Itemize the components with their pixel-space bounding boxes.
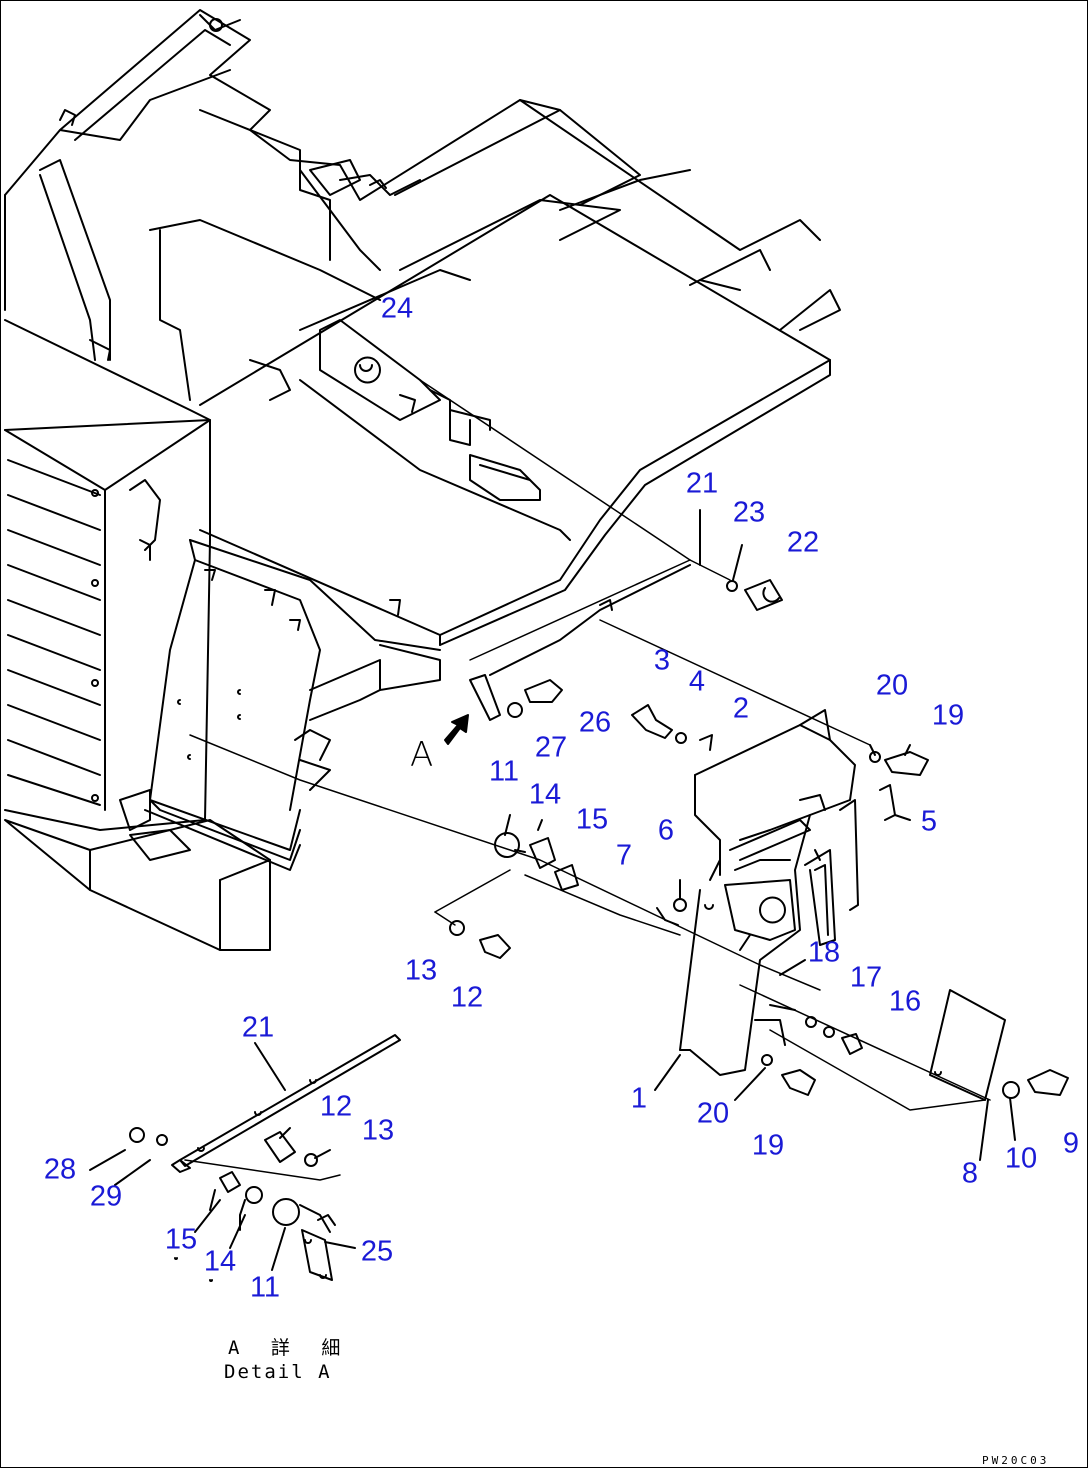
callout-20-top[interactable]: 20 [875, 669, 909, 702]
callout-8[interactable]: 8 [961, 1157, 979, 1190]
callout-12-main[interactable]: 12 [450, 981, 484, 1014]
callout-13-detail[interactable]: 13 [361, 1114, 395, 1147]
mounting-bracket [679, 709, 856, 1076]
hardware-main [449, 509, 1069, 1161]
callout-19-bottom[interactable]: 19 [751, 1129, 785, 1162]
callout-2[interactable]: 2 [732, 692, 750, 725]
callout-5[interactable]: 5 [920, 805, 938, 838]
callout-7[interactable]: 7 [615, 839, 633, 872]
detail-caption-jp: A 詳 細 [228, 1337, 351, 1359]
view-a-label: A [410, 735, 434, 775]
view-arrow-a [444, 714, 469, 745]
callout-26[interactable]: 26 [578, 706, 612, 739]
callout-21-detail[interactable]: 21 [241, 1011, 275, 1044]
callout-9[interactable]: 9 [1062, 1127, 1080, 1160]
drawing-code: PW20C03 [982, 1454, 1050, 1467]
detail-a-drawing [89, 1034, 401, 1282]
callout-19-top[interactable]: 19 [931, 699, 965, 732]
callout-1[interactable]: 1 [630, 1082, 648, 1115]
machine-frame [4, 9, 841, 421]
top-cover-plate [199, 194, 831, 646]
callout-3[interactable]: 3 [653, 644, 671, 677]
callout-14-main[interactable]: 14 [528, 778, 562, 811]
callout-20-bottom[interactable]: 20 [696, 1097, 730, 1130]
callout-27[interactable]: 27 [534, 731, 568, 764]
callout-18[interactable]: 18 [807, 936, 841, 969]
callout-11-detail[interactable]: 11 [249, 1271, 281, 1304]
callout-24[interactable]: 24 [380, 292, 414, 325]
callout-15-detail[interactable]: 15 [164, 1223, 198, 1256]
callout-29[interactable]: 29 [89, 1180, 123, 1213]
callout-28[interactable]: 28 [43, 1153, 77, 1186]
callout-11-main[interactable]: 11 [488, 755, 520, 788]
callout-25[interactable]: 25 [360, 1235, 394, 1268]
callout-22[interactable]: 22 [786, 526, 820, 559]
callout-15-main[interactable]: 15 [575, 803, 609, 836]
detail-caption-en: Detail A [224, 1361, 332, 1383]
callout-16[interactable]: 16 [888, 985, 922, 1018]
callout-21-main[interactable]: 21 [685, 467, 719, 500]
callout-23[interactable]: 23 [732, 496, 766, 529]
radiator-grille [4, 419, 271, 951]
callout-12-detail[interactable]: 12 [319, 1090, 353, 1123]
alignment-lines [184, 379, 991, 1181]
plate-part-8 [929, 989, 1006, 1101]
callout-14-detail[interactable]: 14 [203, 1245, 237, 1278]
callout-6[interactable]: 6 [657, 814, 675, 847]
callout-13-main[interactable]: 13 [404, 954, 438, 987]
side-tank [144, 539, 441, 871]
callout-17[interactable]: 17 [849, 961, 883, 994]
callout-4[interactable]: 4 [688, 665, 706, 698]
u-clip [804, 784, 896, 946]
callout-10[interactable]: 10 [1004, 1142, 1038, 1175]
